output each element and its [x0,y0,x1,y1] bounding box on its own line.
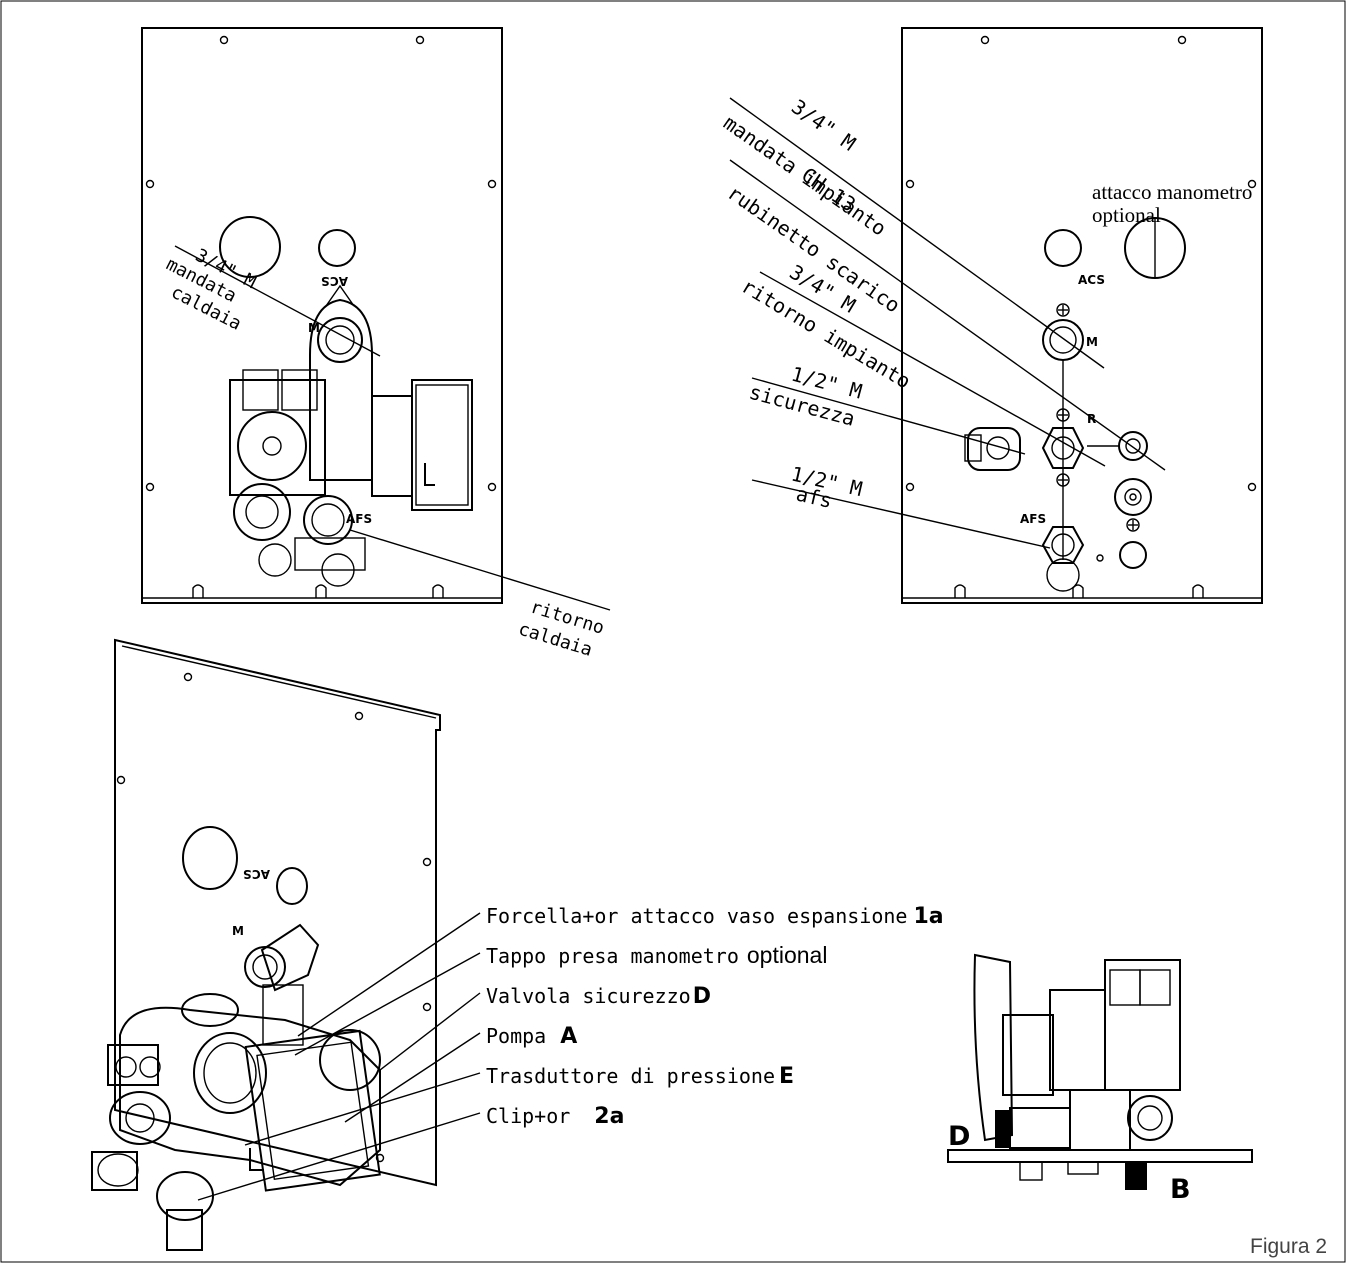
svg-text:ACS: ACS [321,274,348,288]
iso-large-opening [182,826,238,890]
rubinetto-scarico-icon [1118,431,1148,461]
side-valve-d [995,1110,1011,1148]
svg-text:B: B [1170,1174,1191,1205]
side-fitting-b [1125,1162,1147,1190]
iso-manifold [119,1006,381,1187]
figure-caption: Figura 2 [1250,1235,1327,1258]
back-manifold [309,298,373,481]
iso-safety-valve [107,1044,159,1086]
svg-text:M: M [1086,335,1098,349]
svg-text:AFS: AFS [346,512,372,526]
svg-text:R: R [1087,412,1096,426]
pompa-icon [193,1032,267,1114]
clip-icon [156,1171,214,1221]
front-plate [901,27,1263,604]
panel-front-view: ACS M R AFS 3/4" M [719,27,1263,604]
panel-iso-view: ACS M Forcella+or attacco vaso espa [91,638,944,1251]
iso-elbow [244,946,286,988]
front-fitting-r [1041,427,1085,469]
front-fitting-m [1042,319,1084,361]
svg-text:attacco manometro: attacco manometro [1092,180,1252,204]
back-large-opening [219,216,281,278]
back-pump-icon [237,411,307,481]
front-safety-valve [967,427,1021,471]
iso-plate [114,638,441,1187]
side-base-plate [947,1149,1253,1163]
side-motor [973,953,1014,1142]
svg-text:M: M [308,321,320,335]
svg-text:M: M [232,924,244,938]
svg-text:ACS: ACS [1078,273,1105,287]
svg-text:D: D [948,1121,970,1152]
iso-pump-motor [244,1029,381,1192]
panel-back-view: ACS M AFS 3/4" M mandata caldaia [141,27,611,661]
svg-text:optional: optional [1092,203,1161,227]
svg-text:AFS: AFS [1020,512,1046,526]
back-plate [141,27,503,604]
panel-side-view: D B [947,953,1253,1205]
svg-text:ACS: ACS [243,867,270,881]
callout-valvola: Valvola sicurezzoD [486,984,711,1009]
